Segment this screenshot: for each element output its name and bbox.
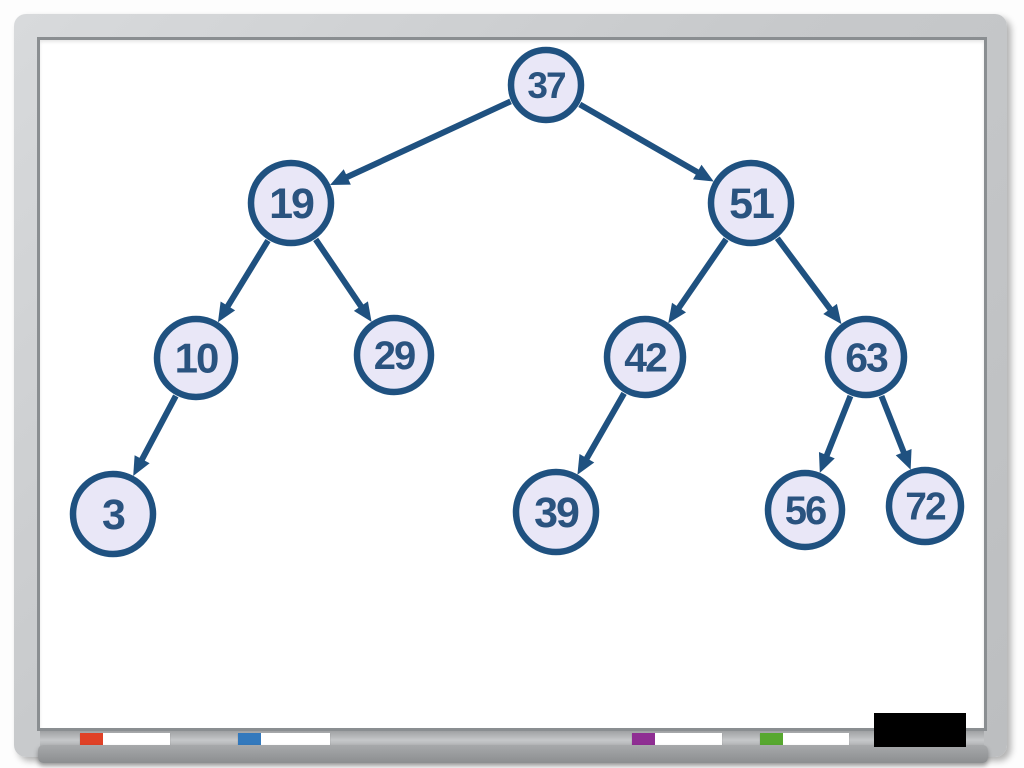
marker-tray: [38, 745, 988, 763]
whiteboard-eraser: [874, 713, 966, 747]
blue-marker: [238, 733, 330, 747]
blue-marker-cap: [238, 733, 261, 747]
green-marker: [760, 733, 849, 747]
purple-marker-cap: [632, 733, 655, 747]
purple-marker-body: [655, 733, 722, 747]
green-marker-body: [783, 733, 849, 747]
red-marker-cap: [80, 733, 103, 747]
green-marker-cap: [760, 733, 783, 747]
red-marker-body: [103, 733, 170, 747]
blue-marker-body: [261, 733, 330, 747]
red-marker: [80, 733, 170, 747]
purple-marker: [632, 733, 722, 747]
whiteboard-surface: [37, 37, 987, 731]
